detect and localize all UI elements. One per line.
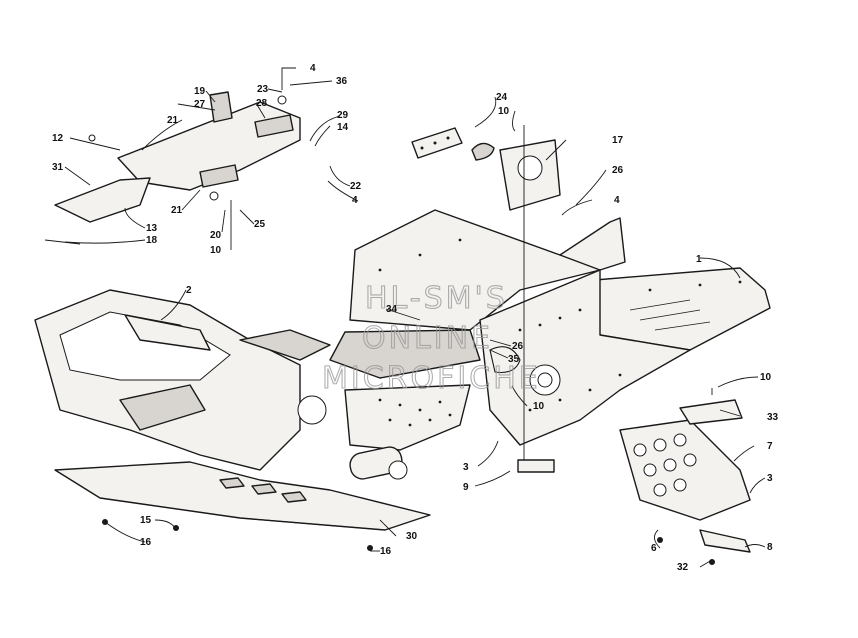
- callout-13: 13: [146, 223, 158, 234]
- callout-16: 16: [140, 537, 152, 548]
- callout-36: 36: [336, 76, 348, 87]
- front-bulkhead: [34, 289, 408, 480]
- callout-27: 27: [194, 99, 206, 110]
- callout-3: 3: [767, 473, 773, 484]
- callout-32: 32: [677, 562, 689, 573]
- callout-26: 26: [512, 341, 524, 352]
- callout-26: 26: [612, 165, 624, 176]
- belly-pan: [54, 461, 431, 531]
- callout-17: 17: [612, 135, 624, 146]
- callout-30: 30: [406, 531, 418, 542]
- callout-3: 3: [463, 462, 469, 473]
- callout-24: 24: [496, 92, 508, 103]
- callout-10: 10: [533, 401, 545, 412]
- callout-8: 8: [767, 542, 773, 553]
- hardware: [102, 459, 715, 565]
- callout-10: 10: [498, 106, 510, 117]
- callout-35: 35: [508, 354, 520, 365]
- callout-10: 10: [210, 245, 222, 256]
- watermark-line-2: ONLINE: [362, 321, 493, 356]
- footrest-assembly: [44, 91, 301, 245]
- callout-19: 19: [194, 86, 206, 97]
- callout-33: 33: [767, 412, 779, 423]
- callout-34: 34: [386, 304, 398, 315]
- callout-18: 18: [146, 235, 158, 246]
- watermark: HL-SM'S ONLINE MICROFICHE: [321, 280, 541, 396]
- callout-4: 4: [614, 195, 620, 206]
- callout-labels: 1 2 3 3 4 4 4 6 7 8 9 10 10 10 10 12 13 …: [52, 63, 779, 573]
- callout-23: 23: [257, 84, 269, 95]
- callout-31: 31: [52, 162, 64, 173]
- callout-22: 22: [350, 181, 362, 192]
- watermark-line-3: MICROFICHE: [322, 361, 541, 396]
- callout-16: 16: [380, 546, 392, 557]
- callout-14: 14: [337, 122, 349, 133]
- main-frame-tunnel: [329, 209, 771, 451]
- callout-28: 28: [256, 98, 268, 109]
- callout-6: 6: [651, 543, 657, 554]
- callout-21: 21: [167, 115, 179, 126]
- callout-15: 15: [140, 515, 152, 526]
- leader-lines: [64, 67, 766, 568]
- callout-4: 4: [352, 195, 358, 206]
- callout-4: 4: [310, 63, 316, 74]
- watermark-line-1: HL-SM'S: [365, 281, 508, 316]
- skid-plate: [619, 388, 751, 553]
- callout-7: 7: [767, 441, 773, 452]
- callout-29: 29: [337, 110, 349, 121]
- callout-2: 2: [186, 285, 192, 296]
- callout-1: 1: [696, 254, 702, 265]
- callout-25: 25: [254, 219, 266, 230]
- callout-12: 12: [52, 133, 64, 144]
- rivet-pattern: [378, 238, 742, 427]
- callout-21: 21: [171, 205, 183, 216]
- callout-9: 9: [463, 482, 469, 493]
- callout-20: 20: [210, 230, 222, 241]
- mount-plate-assembly: [411, 125, 561, 470]
- callout-10: 10: [760, 372, 772, 383]
